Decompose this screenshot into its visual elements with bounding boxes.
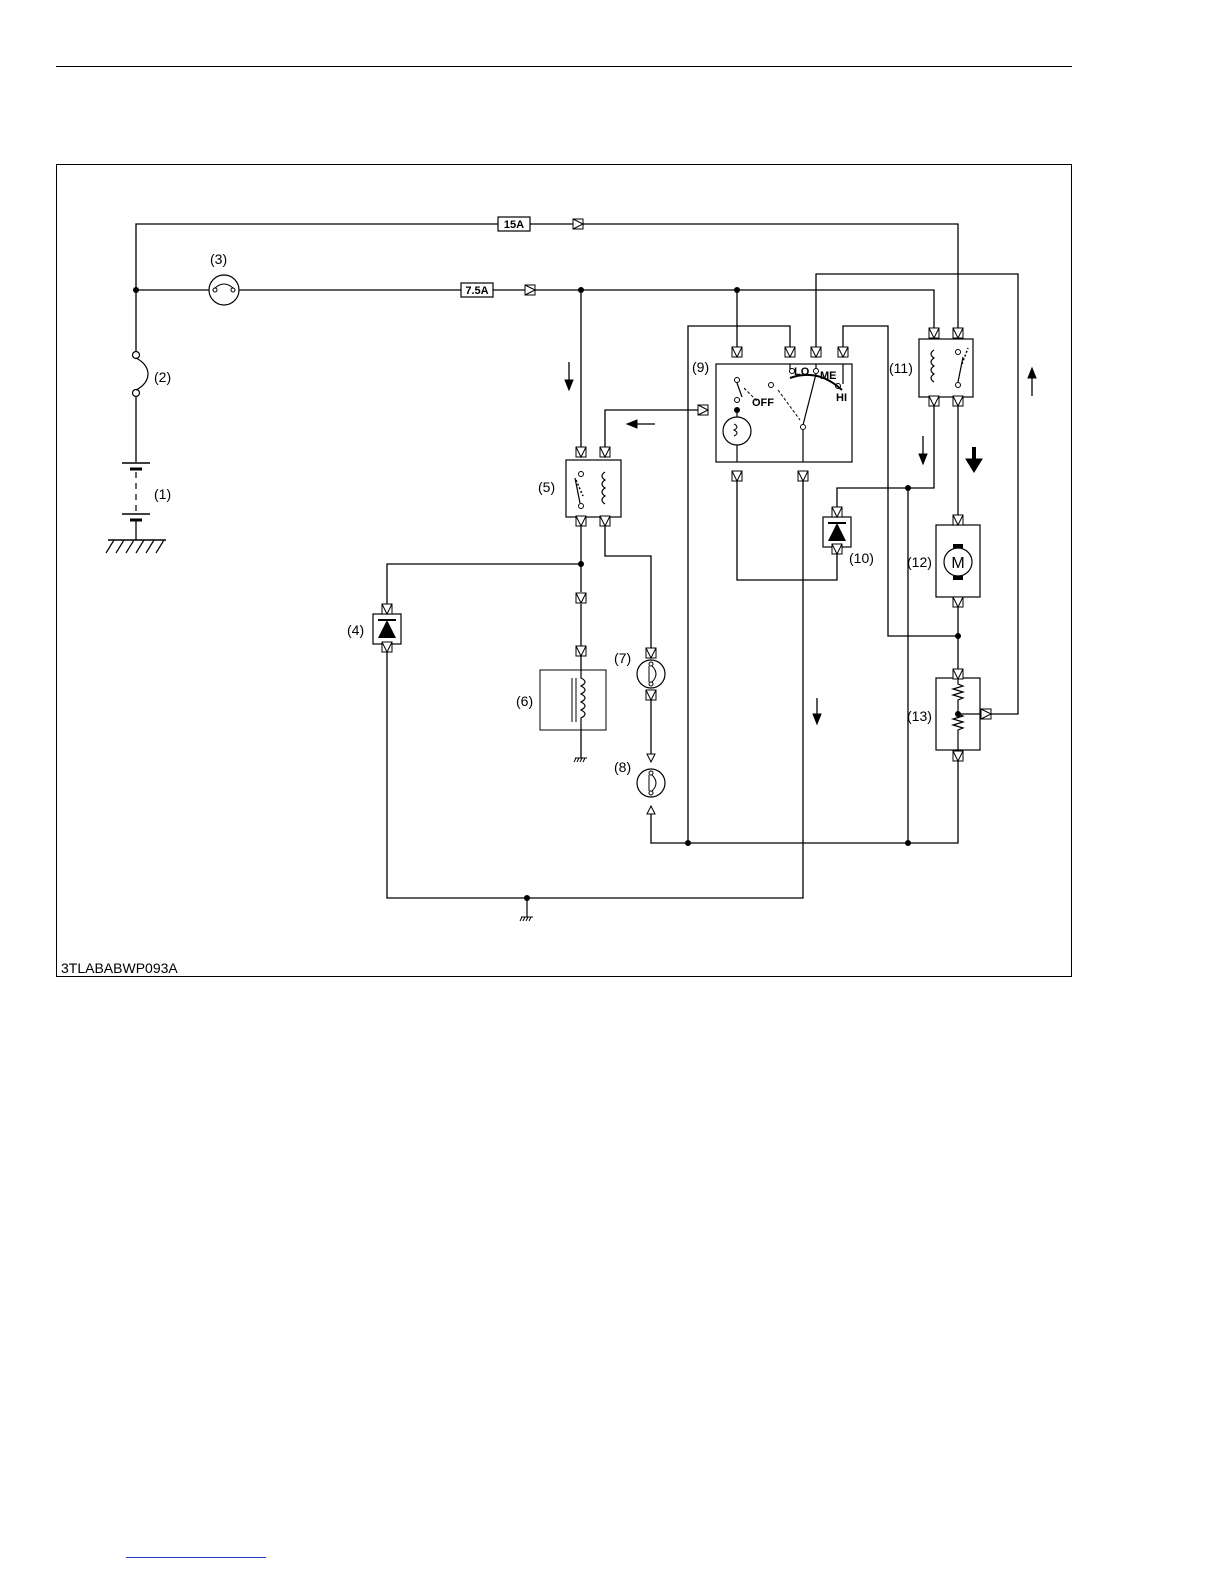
- blower-switch-9: OFF LO ME HI: [716, 364, 852, 462]
- label-pressure-switch-8: (8): [614, 759, 631, 775]
- connector-resistor-side: [981, 709, 991, 719]
- connector-relay5-d: [600, 516, 610, 526]
- pressure-switch-7: [637, 660, 665, 688]
- connector-relay11-a: [929, 328, 939, 338]
- connector-ps7-bottom: [646, 690, 656, 700]
- connector-motor-bottom: [953, 597, 963, 607]
- connector-ps8-bottom: [647, 806, 655, 814]
- label-pressure-switch-7: (7): [614, 650, 631, 666]
- label-key-switch: (3): [210, 251, 227, 267]
- switch-me-label: ME: [820, 370, 837, 382]
- footer-link-rule: [126, 1557, 266, 1558]
- connector-diode10-bottom: [832, 544, 842, 554]
- connector-relay5-b: [600, 447, 610, 457]
- connector-sw9-1: [732, 347, 742, 357]
- fuse-7-5a: 7.5A: [461, 283, 493, 297]
- label-slow-blow-fuse: (2): [154, 369, 171, 385]
- resistor-13: [936, 678, 980, 750]
- ground-main: [520, 917, 533, 921]
- blower-relay-11: [919, 339, 973, 397]
- label-relay-5: (5): [538, 479, 555, 495]
- connector-relay11-c: [929, 396, 939, 406]
- switch-off-label: OFF: [752, 397, 774, 409]
- connector-7-5a: [525, 285, 535, 295]
- key-switch: [209, 275, 239, 305]
- connector-solenoid-a: [576, 593, 586, 603]
- connector-resistor-bottom: [953, 751, 963, 761]
- connector-motor-top: [953, 515, 963, 525]
- label-diode-10: (10): [849, 550, 874, 566]
- label-blower-relay-11: (11): [889, 360, 913, 376]
- label-solenoid-6: (6): [516, 693, 533, 709]
- ground-solenoid: [574, 758, 587, 762]
- motor-letter: M: [951, 555, 964, 572]
- battery: [106, 463, 166, 553]
- wires: [136, 224, 1018, 898]
- fuse-7-5a-label: 7.5A: [465, 285, 488, 297]
- connector-diode4-bottom: [382, 642, 392, 652]
- connector-relay11-b: [953, 328, 963, 338]
- diode-10: [823, 517, 851, 547]
- label-blower-motor-12: (12): [907, 554, 932, 570]
- diode-4: [373, 614, 401, 644]
- connector-relay11-d: [953, 396, 963, 406]
- switch-lo-label: LO: [794, 366, 810, 378]
- label-diode-4: (4): [347, 622, 364, 638]
- pressure-switch-8: [637, 769, 665, 797]
- connector-sw9-5: [732, 471, 742, 481]
- connector-sw9-3: [811, 347, 821, 357]
- label-battery: (1): [154, 486, 171, 502]
- label-blower-switch-9: (9): [692, 359, 709, 375]
- slow-blow-fuse: [133, 352, 149, 397]
- solenoid-6: [540, 670, 606, 730]
- figure-code: 3TLABABWP093A: [61, 960, 178, 976]
- connector-relay5-a: [576, 447, 586, 457]
- connector-resistor-top: [953, 669, 963, 679]
- connector-ps8-top: [647, 754, 655, 762]
- connector-15a: [573, 219, 583, 229]
- relay-5: [566, 460, 621, 517]
- label-resistor-13: (13): [907, 708, 932, 724]
- connector-sw9-6: [798, 471, 808, 481]
- connector-sw9-lamp: [698, 405, 708, 415]
- blower-motor-12: M: [936, 525, 980, 597]
- connector-sw9-4: [838, 347, 848, 357]
- fuse-15a: 15A: [498, 217, 530, 231]
- connector-ps7-top: [646, 648, 656, 658]
- connector-diode4-top: [382, 604, 392, 614]
- connector-solenoid-b: [576, 646, 586, 656]
- connector-sw9-2: [785, 347, 795, 357]
- switch-hi-label: HI: [836, 392, 847, 404]
- connector-diode10-top: [832, 507, 842, 517]
- connector-relay5-c: [576, 516, 586, 526]
- fuse-15a-label: 15A: [504, 219, 524, 231]
